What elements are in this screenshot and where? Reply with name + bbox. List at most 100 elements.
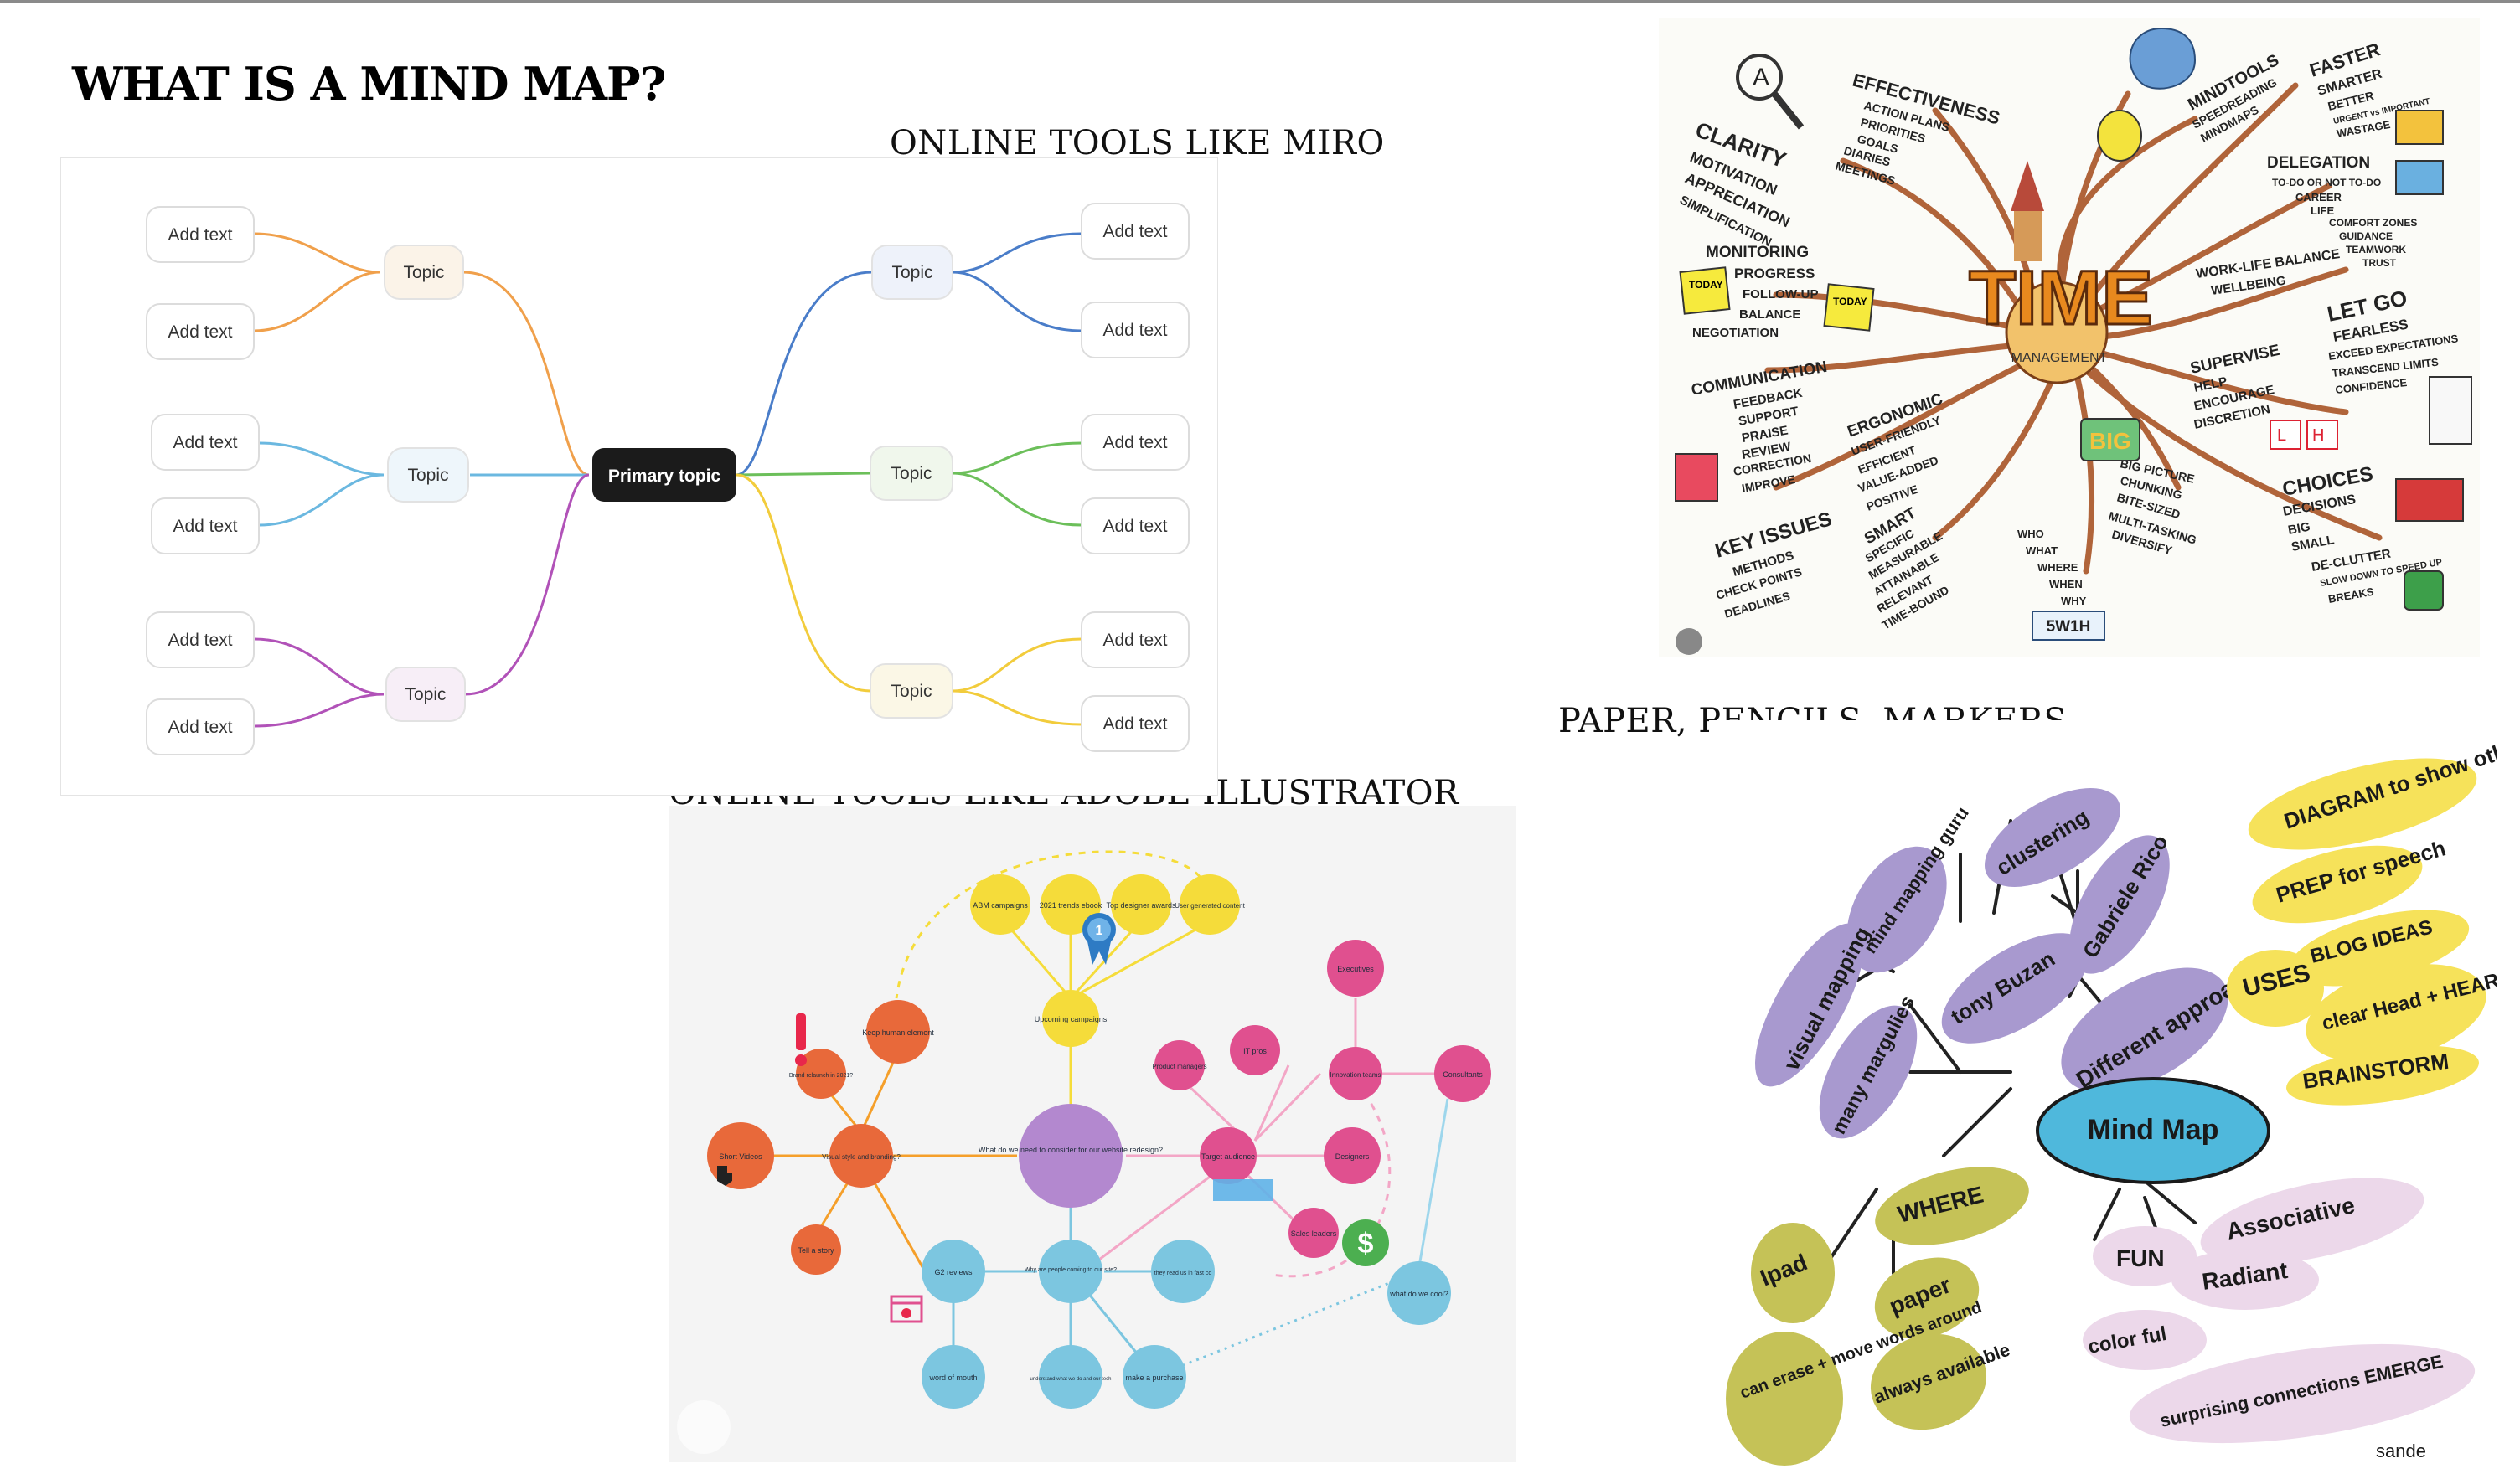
center-node[interactable]: What do we need to consider for our webs… [979, 1104, 1163, 1208]
node-cool[interactable]: what do we cool? [1387, 1261, 1451, 1325]
node-label: Innovation teams [1330, 1071, 1381, 1079]
node-pm[interactable]: Product managers [1152, 1040, 1207, 1090]
node-innov[interactable]: Innovation teams [1329, 1047, 1382, 1100]
dollar-symbol: $ [1358, 1228, 1374, 1260]
node-label: User generated content [1175, 902, 1245, 910]
node-human[interactable]: Keep human element [862, 1000, 934, 1064]
node-purchase[interactable]: make a purchase [1123, 1345, 1186, 1409]
leaf-node[interactable]: Add text [1081, 302, 1190, 358]
branch-item: BIG [2287, 520, 2311, 538]
node-consult[interactable]: Consultants [1434, 1045, 1491, 1102]
signature: sande [2376, 1441, 2426, 1461]
leaf-node[interactable]: Add text [151, 497, 260, 554]
node-label: Product managers [1152, 1063, 1206, 1070]
topic-node[interactable]: Topic [871, 245, 953, 300]
leaf-node[interactable]: Add text [1081, 203, 1190, 260]
node-label: 2021 trends ebook [1040, 901, 1102, 910]
leaf-node[interactable]: Add text [1081, 414, 1190, 471]
node-label: Designers [1335, 1152, 1370, 1161]
letter-box: L [2277, 426, 2286, 445]
branch-item: WHAT [2026, 544, 2058, 557]
node-label: what do we cool? [1389, 1290, 1448, 1298]
node-target[interactable]: Target audience [1200, 1127, 1257, 1184]
node-label: make a purchase [1125, 1374, 1183, 1382]
leaf-node[interactable]: Add text [146, 206, 255, 263]
node-understand[interactable]: understand what we do and our tech [1030, 1345, 1112, 1409]
node-sales[interactable]: Sales leaders [1288, 1208, 1339, 1258]
node-g2[interactable]: G2 reviews [922, 1240, 985, 1303]
leaf-node[interactable]: Add text [151, 414, 260, 471]
node-label: Short Videos [719, 1152, 762, 1161]
topic-label: Topic [407, 466, 448, 485]
node-brand[interactable]: Brand relaunch in 2021? [789, 1049, 853, 1099]
node-why[interactable]: Why are people coming to our site? [1025, 1240, 1117, 1303]
branch-label: 5W1H [2047, 618, 2091, 636]
topic-node[interactable]: Topic [385, 667, 466, 722]
leaf-node[interactable]: Add text [146, 698, 255, 755]
topic-node[interactable]: Topic [387, 447, 469, 503]
branch-item: COMFORT ZONES [2329, 217, 2417, 229]
node-story[interactable]: Tell a story [791, 1224, 841, 1275]
primary-topic-node[interactable]: Primary topic [592, 448, 736, 502]
node-abm[interactable]: ABM campaigns [970, 874, 1030, 935]
topic-node[interactable]: Topic [870, 663, 953, 719]
pink-fun-cluster [2083, 1178, 2476, 1444]
node-label: Executives [1337, 965, 1374, 973]
leaf-node[interactable]: Add text [1081, 695, 1190, 752]
leaf-label: Add text [168, 225, 232, 245]
branch-label: MONITORING [1706, 244, 1809, 261]
leaf-label: Add text [173, 433, 237, 452]
branch-label: CHOICES [2280, 462, 2374, 501]
leaf-label: Add text [173, 517, 237, 536]
node-visual[interactable]: Visual style and branding? [822, 1124, 901, 1188]
branch-item: WHO [2017, 528, 2044, 540]
node-designers[interactable]: Designers [1324, 1127, 1381, 1184]
caption-miro: ONLINE TOOLS LIKE MIRO [890, 124, 1385, 162]
handwritten-mindmap-image: visual mapping mind mapping guru cluster… [1709, 720, 2520, 1466]
topic-node[interactable]: Topic [870, 446, 953, 501]
leaf-label: Add text [168, 631, 232, 650]
node-label: Top designer awards [1106, 901, 1176, 910]
topic-label: Topic [891, 263, 932, 282]
leaf-label: Add text [168, 718, 232, 737]
branch-item: CONFIDENCE [2335, 376, 2408, 396]
leaf-node[interactable]: Add text [146, 611, 255, 668]
node-label: Visual style and branding? [822, 1153, 901, 1161]
node-label: What do we need to consider for our webs… [979, 1146, 1163, 1154]
branch-item: IMPROVE [1741, 472, 1796, 495]
branch-label: SUPERVISE [2189, 342, 2281, 378]
node-label: Target audience [1201, 1152, 1255, 1161]
branch-item: FOLLOW-UP [1743, 287, 1819, 302]
badge-number: 1 [1096, 924, 1103, 938]
leaf-node[interactable]: Add text [146, 303, 255, 360]
node-label: Tell a story [798, 1246, 834, 1255]
node-it[interactable]: IT pros [1230, 1025, 1280, 1075]
primary-topic-label: Primary topic [608, 466, 721, 486]
branch-item: TRUST [2362, 257, 2397, 269]
magnifier-letter: A [1753, 64, 1769, 91]
yellow-uses-cluster [2227, 758, 2486, 1106]
node-exec[interactable]: Executives [1327, 940, 1384, 997]
node-ugc[interactable]: User generated content [1175, 874, 1246, 935]
sticky-note-text: TODAY [1833, 296, 1867, 307]
leaf-label: Add text [168, 322, 232, 342]
node-label: understand what we do and our tech [1030, 1377, 1111, 1382]
leaf-node[interactable]: Add text [1081, 611, 1190, 668]
node-label: word of mouth [928, 1374, 977, 1382]
topic-node[interactable]: Topic [384, 245, 464, 300]
time-center: TIME MANAGEMENT [1968, 161, 2154, 384]
letter-box: H [2312, 426, 2324, 445]
team-icon [1213, 1179, 1273, 1201]
node-wom[interactable]: word of mouth [922, 1345, 985, 1409]
node-label: they read us in fast co [1154, 1271, 1212, 1276]
node-read[interactable]: they read us in fast co [1151, 1240, 1215, 1303]
leaf-node[interactable]: Add text [1081, 497, 1190, 554]
branch-item: TEAMWORK [2346, 244, 2406, 255]
node-label: ABM campaigns [973, 901, 1028, 910]
node-awards[interactable]: Top designer awards [1106, 874, 1176, 935]
branch-item: TO-DO OR NOT TO-DO [2272, 177, 2381, 188]
time-subtitle: MANAGEMENT [2011, 351, 2108, 365]
leaf-label: Add text [1102, 517, 1167, 536]
branch-item: BALANCE [1739, 307, 1800, 322]
node-upcoming[interactable]: Upcoming campaigns [1035, 990, 1108, 1047]
